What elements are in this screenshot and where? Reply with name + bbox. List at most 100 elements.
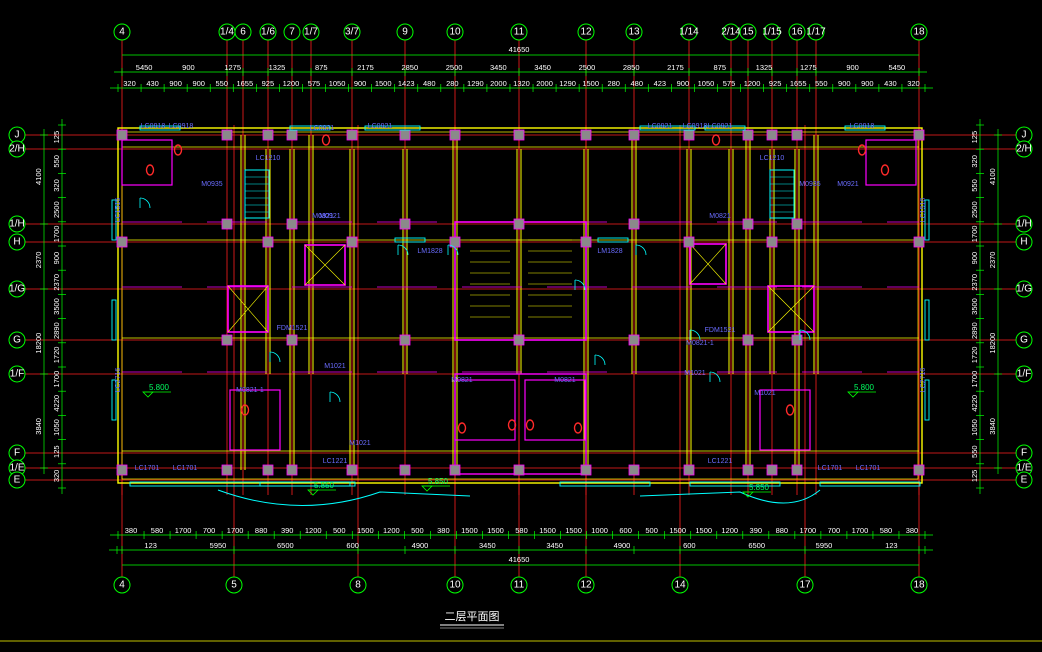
- toilet-fixture: [711, 134, 721, 146]
- axis-bubble-left-label: 1/F: [10, 369, 24, 380]
- dim-right-text: 1700: [970, 226, 979, 243]
- dim-top-1-text: 2850: [401, 63, 418, 72]
- axis-bubble-top-label: 1/14: [679, 27, 699, 38]
- axis-bubble-top-label: 2/14: [721, 27, 741, 38]
- window: [289, 125, 331, 131]
- toilet-fixture: [321, 134, 331, 146]
- room-label: M0935: [201, 181, 223, 188]
- dim-bottom-1-text: 1500: [539, 526, 556, 535]
- bathroom: [759, 389, 811, 451]
- dim-bottom-2-text: 123: [885, 541, 898, 550]
- elevator-cross: [689, 243, 727, 285]
- window: [394, 237, 426, 243]
- elevator-shaft: [304, 244, 346, 286]
- dim-top-2-text: 1320: [513, 79, 530, 88]
- room-label: LC1701: [856, 465, 881, 472]
- column: [286, 464, 298, 476]
- column: [683, 236, 695, 248]
- door-swing: [397, 244, 409, 256]
- toilet-fixture: [525, 419, 535, 431]
- axis-bubble-right: [1015, 331, 1033, 349]
- axis-bubble-bottom-label: 17: [799, 580, 811, 591]
- axis-bubble-top-label: 1/4: [220, 27, 234, 38]
- dim-top-1-text: 2175: [667, 63, 684, 72]
- dim-left-outer-text: 2370: [34, 252, 43, 269]
- column: [399, 334, 411, 346]
- dim-top-2-text: 925: [262, 79, 275, 88]
- dim-top-2-text: 900: [677, 79, 690, 88]
- column: [449, 236, 461, 248]
- dim-left-text: 2500: [52, 201, 61, 218]
- axis-bubble-right-label: F: [1021, 448, 1027, 459]
- dim-left-text: 3500: [52, 298, 61, 315]
- axis-bubble-top-label: 1/6: [261, 27, 275, 38]
- dim-top-2-text: 575: [308, 79, 321, 88]
- dim-top-1-text: 2850: [623, 63, 640, 72]
- dim-right-text: 125: [970, 470, 979, 483]
- dim-bottom-1-text: 600: [619, 526, 632, 535]
- column: [286, 334, 298, 346]
- column: [262, 236, 274, 248]
- axis-bubble-top-label: 11: [514, 27, 525, 38]
- dim-bottom-1-text: 1200: [721, 526, 738, 535]
- dim-left-outer-text: 3840: [34, 418, 43, 435]
- toilet-fixture: [857, 144, 867, 156]
- elevator-shaft: [227, 285, 269, 333]
- dim-bottom-1-text: 1500: [487, 526, 504, 535]
- axis-bubble-bottom-label: 12: [580, 580, 592, 591]
- axis-bubble-right-label: 2/H: [1016, 144, 1032, 155]
- column: [791, 334, 803, 346]
- column: [221, 218, 233, 230]
- column: [628, 129, 640, 141]
- dim-right-text: 4220: [970, 395, 979, 412]
- axis-bubble-top-label: 1/15: [762, 27, 782, 38]
- column: [262, 464, 274, 476]
- dim-top-2-text: 423: [654, 79, 667, 88]
- column: [513, 334, 525, 346]
- axis-bubble-left-label: E: [14, 475, 21, 486]
- axis-bubble-left-label: 2/H: [9, 144, 25, 155]
- room-label: M0821: [709, 213, 731, 220]
- column: [346, 129, 358, 141]
- column: [742, 129, 754, 141]
- dim-bottom-2-text: 4900: [412, 541, 429, 550]
- axis-bubble-top: [510, 23, 528, 41]
- axis-bubble-right-label: H: [1020, 237, 1027, 248]
- axis-bubble-top: [113, 23, 131, 41]
- axis-bubble-top: [343, 23, 361, 41]
- dim-top-2-text: 1290: [559, 79, 576, 88]
- dim-top-2-text: 900: [861, 79, 874, 88]
- dim-bottom-2-text: 4900: [614, 541, 631, 550]
- dim-right-outer-text: 2370: [988, 252, 997, 269]
- dim-top-2-text: 1500: [375, 79, 392, 88]
- dim-right-text: 125: [970, 131, 979, 144]
- column: [791, 464, 803, 476]
- axis-bubble-bottom: [113, 576, 131, 594]
- axis-bubble-bottom-label: 8: [355, 580, 361, 591]
- level-text: 5.850: [428, 477, 449, 486]
- room-label: LC1516: [920, 198, 927, 223]
- dim-right-outer-text: 18200: [988, 333, 997, 354]
- axis-bubble-left-label: F: [14, 448, 20, 459]
- axis-bubble-top: [396, 23, 414, 41]
- elevator-shaft: [767, 285, 815, 333]
- drawing-title: 二层平面图: [445, 610, 500, 623]
- axis-bubble-top-label: 12: [580, 27, 592, 38]
- column: [286, 218, 298, 230]
- door-swing: [269, 351, 281, 363]
- room-label: LM1828: [597, 248, 622, 255]
- column: [683, 129, 695, 141]
- dim-left-text: 125: [52, 445, 61, 458]
- elevator-cross: [227, 285, 269, 333]
- axis-bubble-left-label: 1/G: [9, 284, 25, 295]
- axis-bubble-top-label: 3/7: [345, 27, 359, 38]
- dim-right-text: 2890: [970, 322, 979, 339]
- column: [742, 218, 754, 230]
- level-text: 5.850: [314, 481, 335, 490]
- dim-top-2-text: 320: [907, 79, 920, 88]
- bathroom: [229, 389, 281, 451]
- dim-bottom-1-text: 1200: [383, 526, 400, 535]
- column: [449, 129, 461, 141]
- column: [399, 129, 411, 141]
